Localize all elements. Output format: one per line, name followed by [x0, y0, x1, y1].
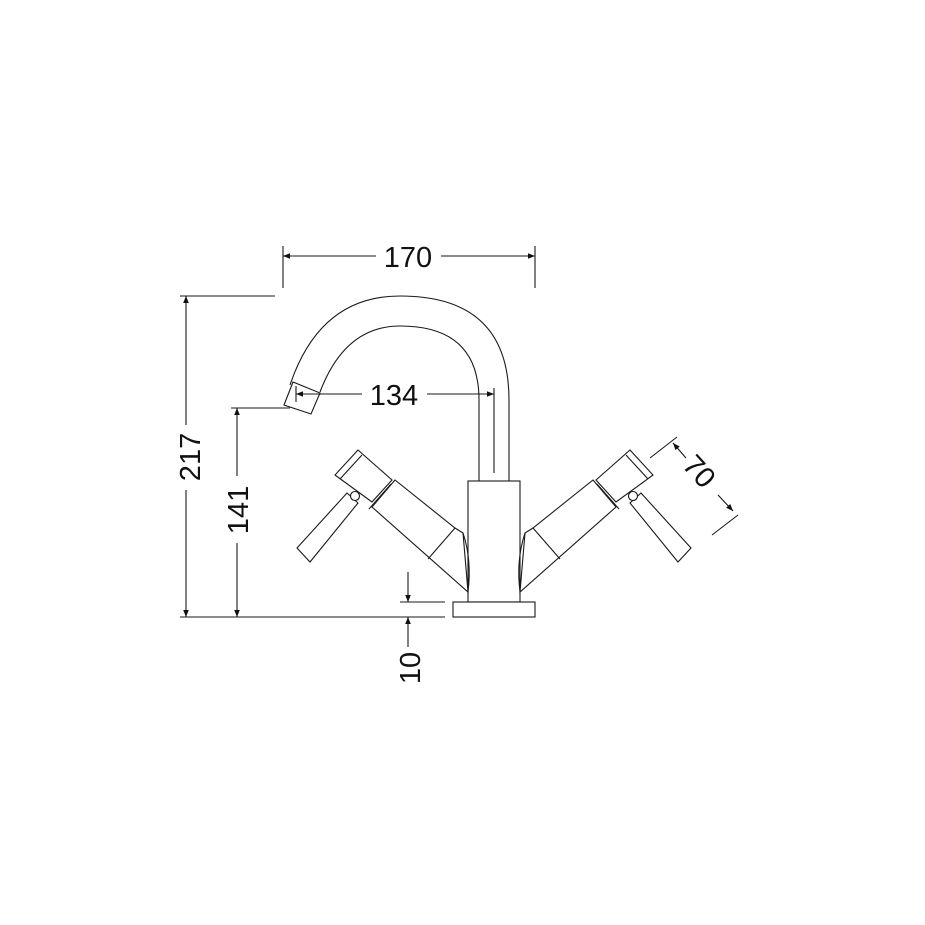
- tap-base: [452, 601, 536, 618]
- dimension-label: 141: [223, 486, 255, 534]
- dimension-label: 10: [395, 652, 427, 684]
- dimension-spout-height-141: 141: [223, 407, 290, 617]
- dimension-width-170: 170: [282, 242, 536, 288]
- tap-body: [467, 480, 521, 603]
- spout: [283, 295, 510, 481]
- dimension-height-217: 217: [175, 295, 445, 618]
- dimension-label: 70: [676, 449, 721, 494]
- dimension-label: 134: [370, 380, 418, 412]
- dimension-label: 170: [384, 242, 432, 274]
- dimension-reach-134: 134: [295, 380, 495, 473]
- dimension-base-10: 10: [395, 572, 445, 684]
- spout-outlet: [283, 381, 321, 415]
- left-handle: [296, 449, 470, 594]
- dimension-label: 217: [175, 433, 207, 481]
- right-handle: [518, 449, 692, 594]
